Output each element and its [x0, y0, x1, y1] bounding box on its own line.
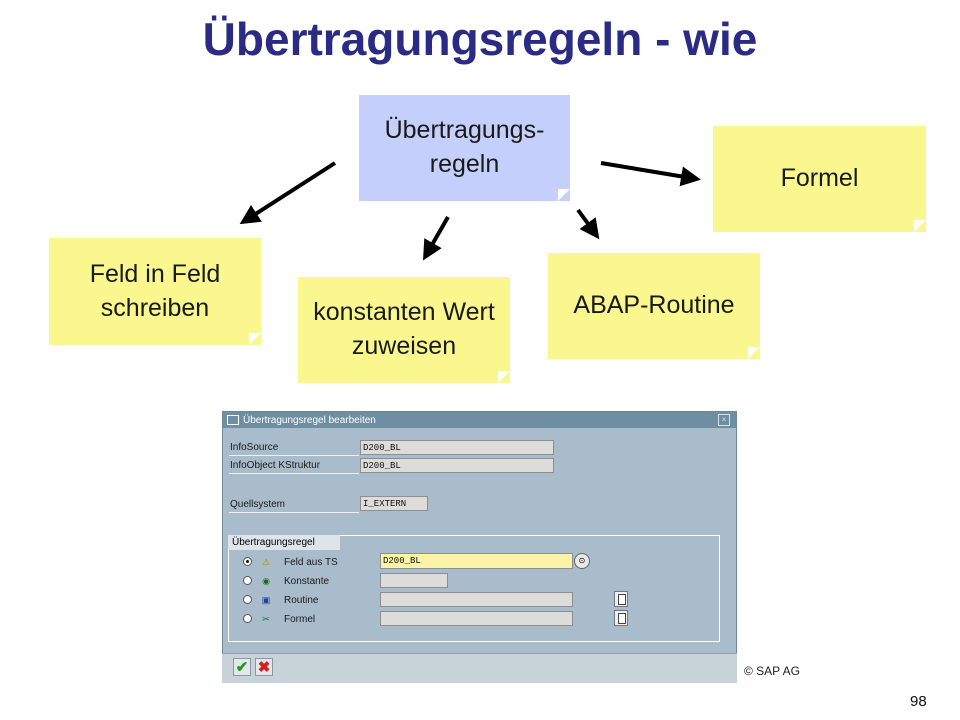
note-formel: Formel — [713, 126, 926, 232]
note-uebertragungsregeln: Übertragungs- regeln — [359, 95, 570, 201]
routine-doc-icon[interactable] — [614, 591, 628, 607]
divider — [229, 512, 359, 513]
formula-icon: ✂ — [262, 614, 270, 624]
sap-dialog: Übertragungsregel bearbeiten × — [222, 411, 737, 683]
field-icon: ⚠ — [261, 557, 271, 567]
note-center-text: Übertragungs- regeln — [384, 116, 545, 178]
note-feld-text: Feld in Feld schreiben — [89, 259, 221, 322]
note-abap-text: ABAP-Routine — [573, 291, 735, 320]
window-icon — [227, 415, 239, 425]
routine-field[interactable] — [380, 592, 573, 607]
close-icon[interactable]: × — [718, 414, 730, 426]
option-label-feld: Feld aus TS — [284, 557, 338, 568]
divider — [229, 473, 359, 474]
feld-aus-ts-field[interactable]: D200_BL — [380, 553, 573, 569]
copyright-text: © SAP AG — [744, 664, 800, 678]
slide-title: Übertragungsregeln - wie — [202, 13, 758, 65]
option-label-routine: Routine — [284, 595, 319, 606]
constant-icon: ◉ — [262, 576, 270, 586]
arrow-to-formel — [600, 161, 701, 187]
checkmark-icon[interactable]: ✔ — [233, 658, 251, 676]
infosource-label: InfoSource — [230, 442, 279, 453]
konstante-field[interactable] — [380, 573, 448, 588]
option-label-konstante: Konstante — [284, 576, 330, 587]
note-feld-in-feld: Feld in Feld schreiben — [49, 238, 261, 345]
group-tab-label: Übertragungsregel — [228, 535, 340, 550]
quellsystem-label: Quellsystem — [230, 499, 286, 510]
radio-formel[interactable] — [243, 614, 252, 623]
option-label-formel: Formel — [284, 614, 316, 625]
radio-feld-aus-ts[interactable] — [243, 557, 252, 566]
dialog-footer: ✔ ✖ — [222, 653, 737, 683]
dialog-titlebar: Übertragungsregel bearbeiten × — [223, 412, 736, 428]
formel-field[interactable] — [380, 611, 573, 626]
note-abap-routine: ABAP-Routine — [548, 253, 760, 359]
page-number: 98 — [910, 693, 927, 710]
radio-routine[interactable] — [243, 595, 252, 604]
arrow-to-abap — [576, 208, 600, 240]
note-konstanten-wert: konstanten Wert zuweisen — [298, 277, 510, 383]
note-konstanten-text: konstanten Wert zuweisen — [313, 298, 495, 360]
formel-doc-icon[interactable] — [614, 610, 628, 626]
infosource-field[interactable]: D200_BL — [360, 440, 554, 455]
dialog-title: Übertragungsregel bearbeiten — [243, 414, 376, 426]
arrow-to-konstanten — [423, 216, 450, 261]
note-formel-text: Formel — [780, 164, 859, 193]
divider — [229, 455, 359, 456]
rule-group-box — [228, 535, 720, 642]
quellsystem-field[interactable]: I_EXTERN — [360, 496, 428, 511]
routine-icon: ▣ — [261, 595, 271, 605]
infoobject-label: InfoObject KStruktur — [230, 460, 321, 471]
search-help-icon[interactable]: ⊙ — [574, 553, 590, 569]
infoobject-field[interactable]: D200_BL — [360, 458, 554, 473]
radio-konstante[interactable] — [243, 576, 252, 585]
arrow-to-feld — [239, 161, 337, 225]
cancel-icon[interactable]: ✖ — [255, 658, 273, 676]
